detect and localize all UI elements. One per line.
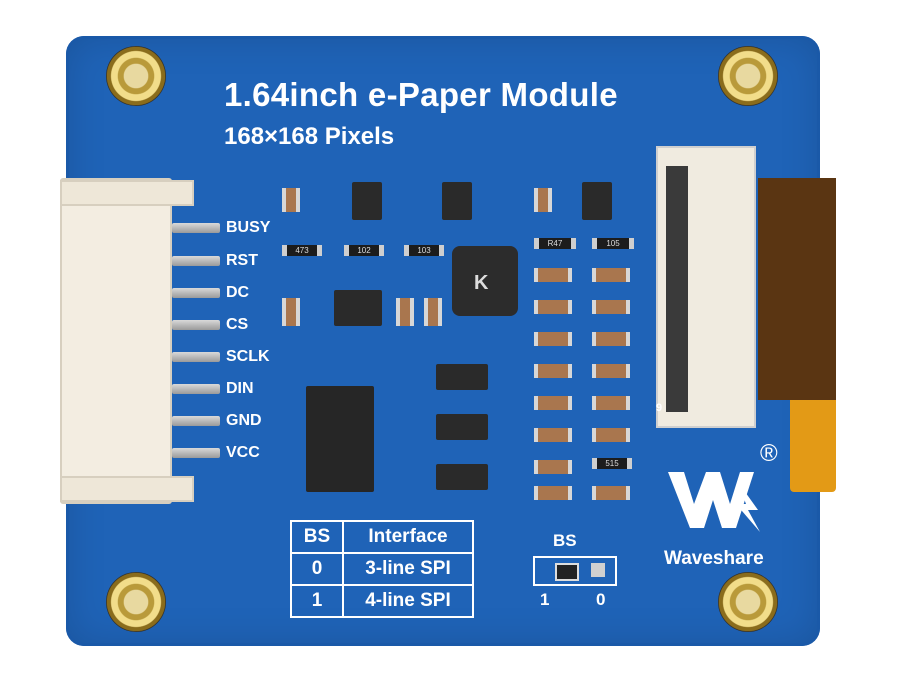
capacitor	[592, 396, 630, 410]
pin-sclk	[172, 352, 220, 362]
capacitor	[396, 298, 414, 326]
brand-name: Waveshare	[664, 548, 764, 569]
capacitor	[592, 332, 630, 346]
waveshare-logo-icon	[668, 472, 760, 532]
resistor-103: 103	[404, 245, 444, 256]
bs-selector-pads	[533, 556, 617, 586]
capacitor	[282, 298, 300, 326]
mounting-hole-top-right	[718, 46, 778, 106]
capacitor	[424, 298, 442, 326]
resistor-r47: R47	[534, 238, 576, 249]
capacitor	[534, 268, 572, 282]
pin-label-sclk: SCLK	[226, 348, 270, 365]
fpc-ribbon	[758, 178, 836, 400]
capacitor	[534, 332, 572, 346]
bs-interface-table: BS Interface 0 3-line SPI 1 4-line SPI	[290, 520, 474, 618]
pin-label-rst: RST	[226, 252, 258, 269]
table-header: BS	[290, 520, 344, 554]
bs-option-0: 0	[596, 590, 606, 609]
power-inductor: K	[452, 246, 518, 316]
mounting-hole-bottom-left	[106, 572, 166, 632]
resistor-473: 473	[282, 245, 322, 256]
transistor-2	[442, 182, 472, 220]
capacitor	[534, 300, 572, 314]
capacitor	[592, 364, 630, 378]
capacitor	[592, 428, 630, 442]
pin-busy	[172, 223, 220, 233]
table-cell: 4-line SPI	[342, 584, 474, 618]
pin-dc	[172, 288, 220, 298]
pin-label-dc: DC	[226, 284, 250, 301]
bs-option-1: 1	[540, 590, 550, 609]
table-cell: 1	[290, 584, 344, 618]
resistor-105: 105	[592, 238, 634, 249]
pin-label-gnd: GND	[226, 412, 262, 429]
mounting-hole-bottom-right	[718, 572, 778, 632]
pin-cs	[172, 320, 220, 330]
pin-label-vcc: VCC	[226, 444, 260, 461]
pin-gnd	[172, 416, 220, 426]
module-subtitle: 168×168 Pixels	[224, 123, 395, 150]
pin-label-busy: BUSY	[226, 219, 271, 236]
pin-header-connector	[60, 178, 194, 504]
inductor-marking: K	[474, 272, 489, 294]
regulator-chip	[334, 290, 382, 326]
pin-label-cs: CS	[226, 316, 249, 333]
capacitor	[592, 268, 630, 282]
capacitor	[534, 428, 572, 442]
resistor-515: 515	[592, 458, 632, 469]
capacitor	[534, 460, 572, 474]
pin-label-din: DIN	[226, 380, 254, 397]
capacitor	[534, 396, 572, 410]
pin-din	[172, 384, 220, 394]
transistor-3	[582, 182, 612, 220]
resistor-102: 102	[344, 245, 384, 256]
pin-vcc	[172, 448, 220, 458]
capacitor	[282, 188, 300, 212]
diode-3	[436, 464, 488, 490]
mounting-hole-top-left	[106, 46, 166, 106]
registered-mark: ®	[760, 440, 778, 467]
pin-rst	[172, 256, 220, 266]
transistor-1	[352, 182, 382, 220]
capacitor	[592, 300, 630, 314]
table-header: Interface	[342, 520, 474, 554]
diode-1	[436, 364, 488, 390]
capacitor	[534, 486, 572, 500]
table-cell: 0	[290, 552, 344, 586]
table-cell: 3-line SPI	[342, 552, 474, 586]
fpc-latch	[666, 166, 688, 412]
capacitor	[592, 486, 630, 500]
capacitor	[534, 188, 552, 212]
capacitor	[534, 364, 572, 378]
bs-selector-label: BS	[553, 531, 577, 550]
module-title: 1.64inch e-Paper Module	[224, 76, 618, 113]
diode-2	[436, 414, 488, 440]
level-shifter-ic	[306, 386, 374, 492]
fpc-pin-number: 9	[656, 402, 663, 414]
